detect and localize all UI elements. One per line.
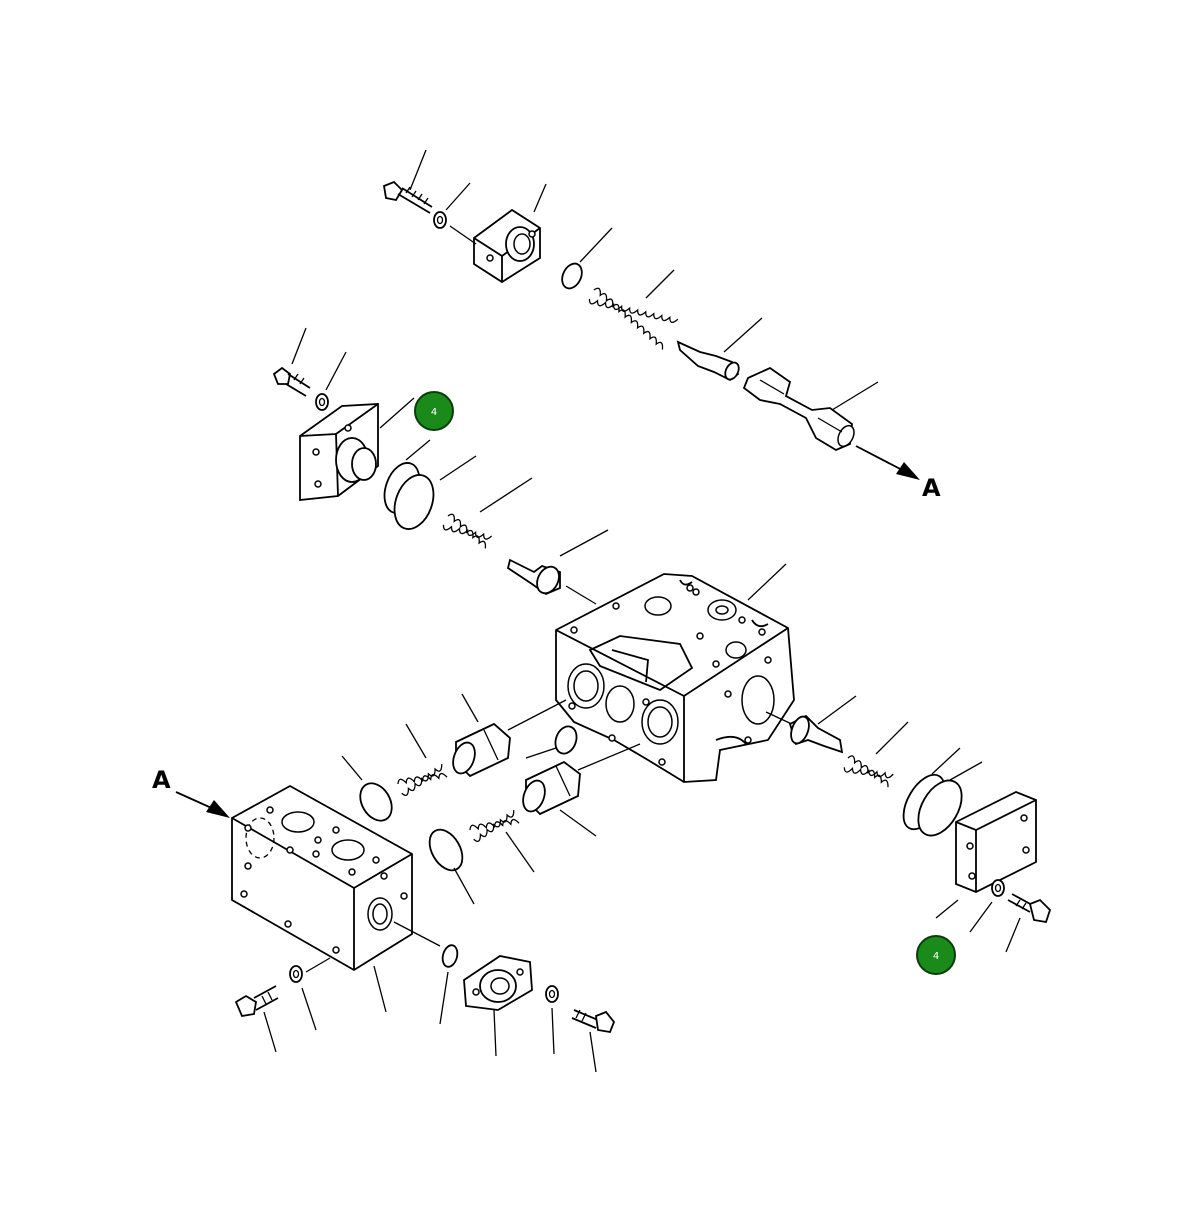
svg-text:4: 4 xyxy=(933,951,939,962)
top-flange xyxy=(449,183,547,284)
main-valve-body xyxy=(555,563,797,783)
top-assembly: A xyxy=(382,149,941,502)
bottom-parts xyxy=(234,955,616,1073)
left-sleeves xyxy=(341,693,641,905)
mid-cover-plate xyxy=(299,397,415,501)
callout-4-top[interactable]: 4 xyxy=(414,391,454,431)
mid-poppet xyxy=(506,529,609,605)
top-bolt xyxy=(382,149,433,214)
svg-text:4: 4 xyxy=(431,407,437,418)
top-spool xyxy=(742,366,879,452)
middle-left-assembly: 4 xyxy=(272,327,609,605)
mid-bolt xyxy=(272,327,311,397)
right-assembly: 4 xyxy=(788,695,1052,975)
view-label-a-left: A xyxy=(152,766,171,794)
callout-4-bottom[interactable]: 4 xyxy=(916,935,956,975)
top-spring xyxy=(588,269,679,350)
left-valve-block: A xyxy=(152,766,459,1025)
top-poppet xyxy=(676,317,763,382)
view-label-a-top: A xyxy=(922,474,941,502)
